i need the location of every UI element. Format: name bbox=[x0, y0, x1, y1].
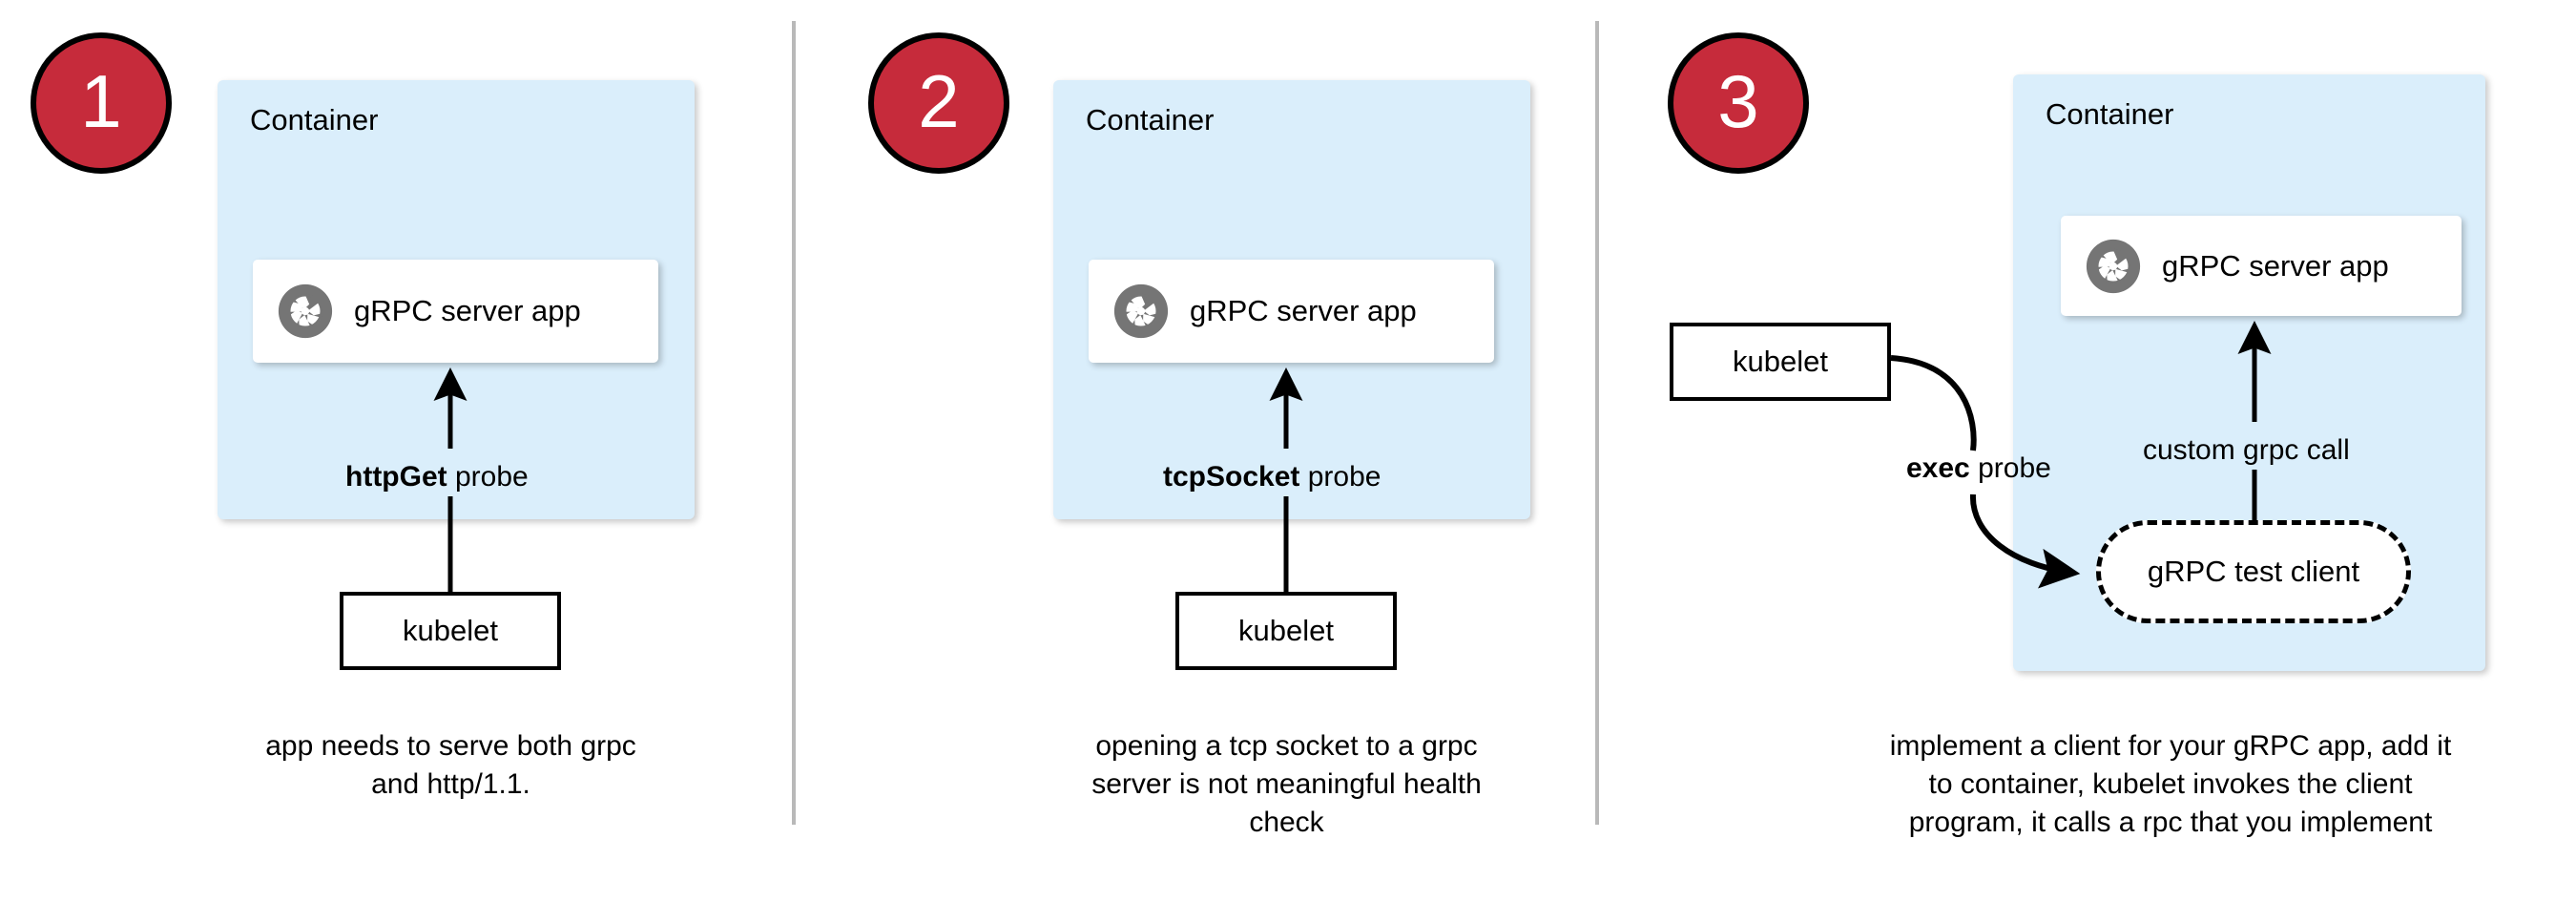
arrow-exec-probe-curve bbox=[1890, 355, 1977, 451]
step-badge-1: 1 bbox=[31, 32, 172, 174]
probe-type-rest: probe bbox=[447, 461, 529, 493]
grpc-server-app-label: gRPC server app bbox=[2162, 248, 2389, 283]
step-badge-number: 1 bbox=[80, 59, 122, 143]
panel-divider-2 bbox=[1595, 21, 1599, 825]
custom-grpc-call-label: custom grpc call bbox=[2143, 434, 2350, 467]
step-badge-number: 3 bbox=[1717, 59, 1759, 143]
kubelet-label: kubelet bbox=[403, 614, 498, 647]
caption-line: implement a client for your gRPC app, ad… bbox=[1889, 730, 2452, 762]
grpc-logo-icon bbox=[1113, 283, 1169, 339]
caption-line: program, it calls a rpc that you impleme… bbox=[1908, 806, 2433, 838]
grpc-server-app-card-3: gRPC server app bbox=[2061, 216, 2462, 316]
probe-type-bold: tcpSocket bbox=[1163, 461, 1300, 493]
probe-type-bold: httpGet bbox=[345, 461, 447, 493]
kubelet-label: kubelet bbox=[1238, 614, 1334, 647]
container-label: Container bbox=[1086, 103, 1215, 136]
grpc-server-app-label: gRPC server app bbox=[354, 294, 581, 327]
container-label: Container bbox=[250, 103, 379, 136]
step-badge-2: 2 bbox=[868, 32, 1009, 174]
exec-probe-label: exec probe bbox=[1906, 452, 2051, 485]
caption-line: and http/1.1. bbox=[371, 767, 530, 800]
step-badge-number: 2 bbox=[918, 59, 960, 143]
kubelet-box-3: kubelet bbox=[1670, 323, 1891, 401]
panel-divider-1 bbox=[792, 21, 796, 825]
kubelet-box-1: kubelet bbox=[340, 592, 561, 670]
grpc-test-client-label: gRPC test client bbox=[2147, 555, 2360, 588]
caption-line: server is not meaningful health bbox=[1091, 767, 1482, 800]
container-label: Container bbox=[2046, 97, 2174, 131]
caption-line: check bbox=[1249, 806, 1324, 838]
grpc-test-client-pill: gRPC test client bbox=[2096, 520, 2411, 623]
grpc-server-app-card-2: gRPC server app bbox=[1089, 260, 1494, 363]
grpc-logo-icon bbox=[278, 283, 333, 339]
kubelet-label: kubelet bbox=[1733, 345, 1828, 378]
grpc-logo-icon bbox=[2086, 239, 2141, 293]
grpc-server-app-label: gRPC server app bbox=[1190, 294, 1417, 327]
panel-caption-3: implement a client for your gRPC app, ad… bbox=[1818, 727, 2524, 842]
probe-type-bold: exec bbox=[1906, 452, 1970, 484]
probe-type-rest: probe bbox=[1969, 452, 2051, 484]
step-badge-3: 3 bbox=[1668, 32, 1809, 174]
panel-caption-2: opening a tcp socket to a grpc server is… bbox=[1023, 727, 1550, 842]
kubelet-box-2: kubelet bbox=[1175, 592, 1397, 670]
custom-call-text: custom grpc call bbox=[2143, 434, 2350, 466]
httpget-probe-label: httpGet probe bbox=[345, 461, 529, 493]
caption-line: app needs to serve both grpc bbox=[265, 730, 636, 762]
caption-line: opening a tcp socket to a grpc bbox=[1095, 730, 1478, 762]
probe-type-rest: probe bbox=[1299, 461, 1381, 493]
panel-caption-1: app needs to serve both grpc and http/1.… bbox=[191, 727, 711, 804]
caption-line: to container, kubelet invokes the client bbox=[1928, 767, 2413, 800]
grpc-server-app-card-1: gRPC server app bbox=[253, 260, 658, 363]
tcpsocket-probe-label: tcpSocket probe bbox=[1163, 461, 1381, 493]
